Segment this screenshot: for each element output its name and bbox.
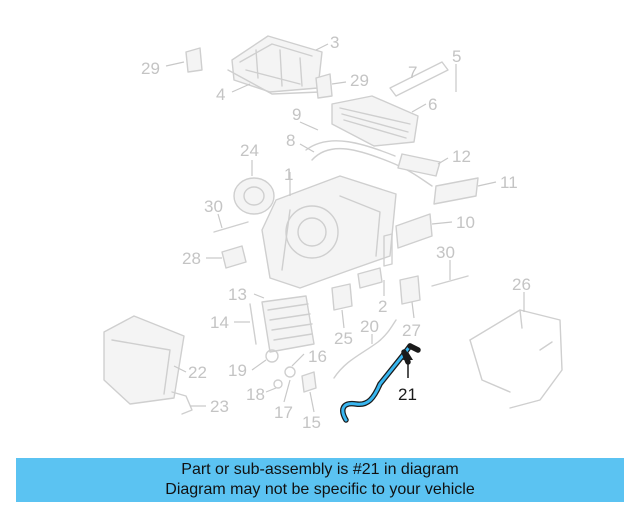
callout-2: 2 (378, 297, 387, 316)
callout-27: 27 (402, 321, 421, 340)
callout-23: 23 (210, 397, 229, 416)
callout-28: 28 (182, 249, 201, 268)
actuator-part (395, 213, 433, 249)
valve-part (301, 371, 317, 393)
callout-16: 16 (308, 347, 327, 366)
fitting-part-3 (273, 379, 283, 389)
filter-part (397, 153, 441, 177)
callout-30b: 30 (436, 243, 455, 262)
callout-21: 21 (398, 385, 417, 404)
callout-1: 1 (284, 165, 293, 184)
tube-part-2 (305, 140, 396, 157)
leader-lines (165, 43, 525, 413)
fitting-part (265, 349, 279, 363)
callout-25: 25 (334, 329, 353, 348)
duct-part (357, 267, 383, 289)
callout-20: 20 (360, 317, 379, 336)
banner-line-1: Part or sub-assembly is #21 in diagram (181, 461, 459, 478)
callout-10: 10 (456, 213, 475, 232)
resistor-part (331, 283, 353, 311)
callout-29a: 29 (141, 59, 160, 78)
callout-14: 14 (210, 313, 229, 332)
callout-3: 3 (330, 33, 339, 52)
lower-case-part (103, 315, 185, 405)
callout-8: 8 (286, 131, 295, 150)
callout-arrow-21 (403, 352, 413, 378)
banner-line-2: Diagram may not be specific to your vehi… (165, 481, 475, 498)
hvac-case-part (261, 175, 397, 289)
heater-core-part (261, 295, 315, 353)
fitting-part-2 (284, 366, 296, 378)
callout-26: 26 (512, 275, 531, 294)
sensor-part (389, 61, 449, 97)
tube-part (311, 147, 433, 187)
callout-17: 17 (274, 403, 293, 422)
callout-9: 9 (292, 105, 301, 124)
callout-7: 7 (408, 63, 417, 82)
callout-30a: 30 (204, 197, 223, 216)
pipe-part-20 (333, 319, 397, 379)
callout-12: 12 (452, 147, 471, 166)
callout-13: 13 (228, 285, 247, 304)
bracket-part (221, 245, 247, 269)
bracket-part-lower (171, 391, 193, 415)
wiring-harness-part (469, 309, 563, 409)
callout-19: 19 (228, 361, 247, 380)
callout-24: 24 (240, 141, 259, 160)
clip-part-left (185, 47, 203, 73)
callout-5: 5 (452, 47, 461, 66)
info-banner: Part or sub-assembly is #21 in diagram D… (16, 458, 624, 502)
door-part (433, 177, 479, 205)
upper-housing-part (227, 35, 323, 95)
clip-part-right (315, 73, 333, 99)
callout-6: 6 (428, 95, 437, 114)
blower-motor-part (233, 177, 275, 215)
callout-labels: 29 3 4 29 5 7 6 9 8 12 11 10 24 1 30 28 … (141, 33, 531, 432)
callout-18: 18 (246, 385, 265, 404)
callout-11: 11 (500, 173, 518, 192)
callout-15: 15 (302, 413, 321, 432)
callout-4: 4 (216, 85, 225, 104)
rod-part-left (213, 221, 249, 233)
callout-29b: 29 (350, 71, 369, 90)
callout-22: 22 (188, 363, 207, 382)
seal-part (249, 303, 257, 345)
evaporator-part (331, 95, 419, 147)
duct-part-2 (383, 233, 393, 267)
rod-part-right (431, 275, 469, 287)
motor-part (399, 275, 421, 305)
